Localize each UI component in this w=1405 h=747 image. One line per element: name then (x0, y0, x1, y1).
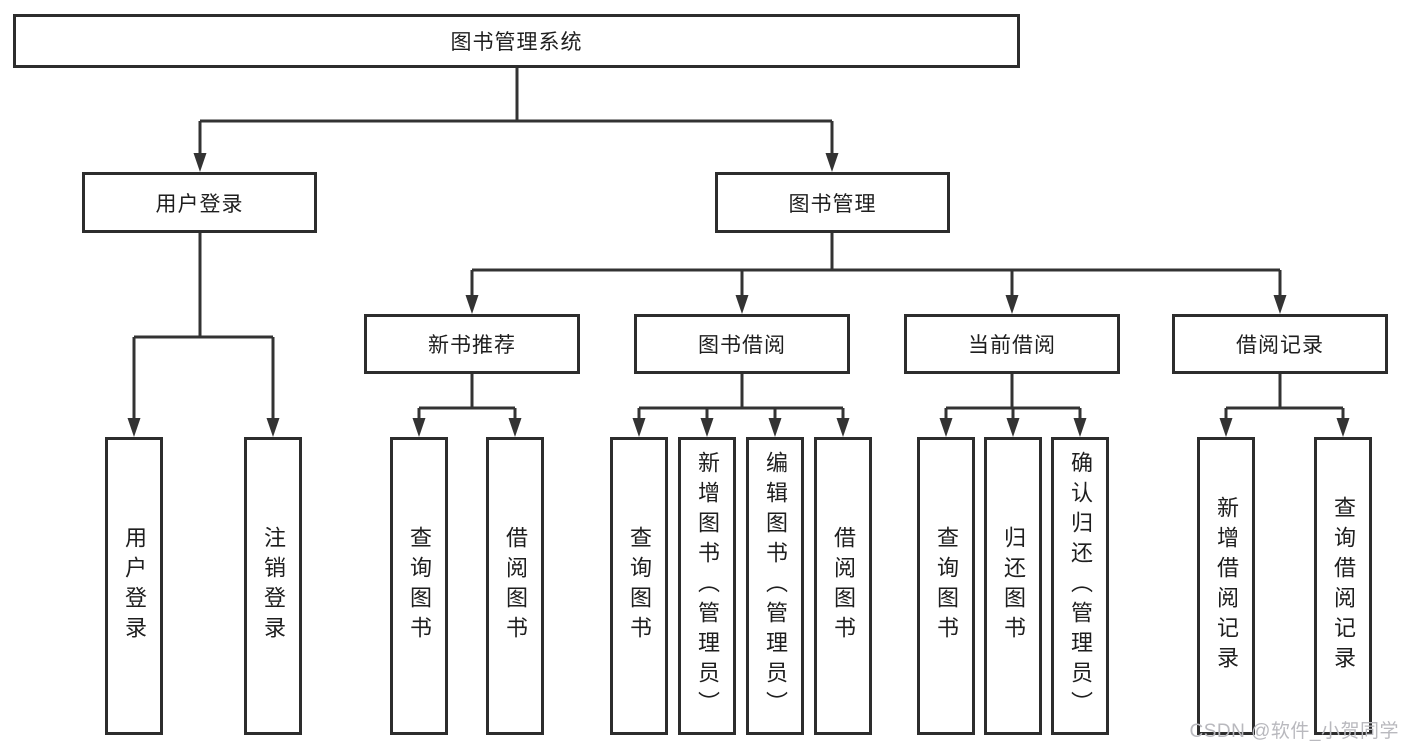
leaf-confirm-return-admin: 确认归还（管理员） (1051, 437, 1109, 735)
leaf-user-login: 用户登录 (105, 437, 163, 735)
leaf-borrow-books-recommend: 借阅图书 (486, 437, 544, 735)
arrowheads (127, 153, 1350, 437)
leaf-query-books-borrowing: 查询图书 (610, 437, 668, 735)
node-book-borrowing: 图书借阅 (634, 314, 850, 374)
leaf-query-borrow-record: 查询借阅记录 (1314, 437, 1372, 735)
csdn-watermark: CSDN @软件_小贺同学 (1189, 721, 1399, 742)
leaf-logout: 注销登录 (244, 437, 302, 735)
leaf-add-borrow-record: 新增借阅记录 (1197, 437, 1255, 735)
node-book-management-system: 图书管理系统 (13, 14, 1020, 68)
node-current-borrowing: 当前借阅 (904, 314, 1120, 374)
node-user-login: 用户登录 (82, 172, 317, 233)
leaf-edit-books-admin: 编辑图书（管理员） (746, 437, 804, 735)
node-borrowing-records: 借阅记录 (1172, 314, 1388, 374)
leaf-return-books: 归还图书 (984, 437, 1042, 735)
node-book-management: 图书管理 (715, 172, 950, 233)
node-new-book-recommend: 新书推荐 (364, 314, 580, 374)
connector-paths (132, 68, 1345, 421)
leaf-add-books-admin: 新增图书（管理员） (678, 437, 736, 735)
leaf-borrow-books-borrowing: 借阅图书 (814, 437, 872, 735)
leaf-query-books-recommend: 查询图书 (390, 437, 448, 735)
leaf-query-books-current: 查询图书 (917, 437, 975, 735)
